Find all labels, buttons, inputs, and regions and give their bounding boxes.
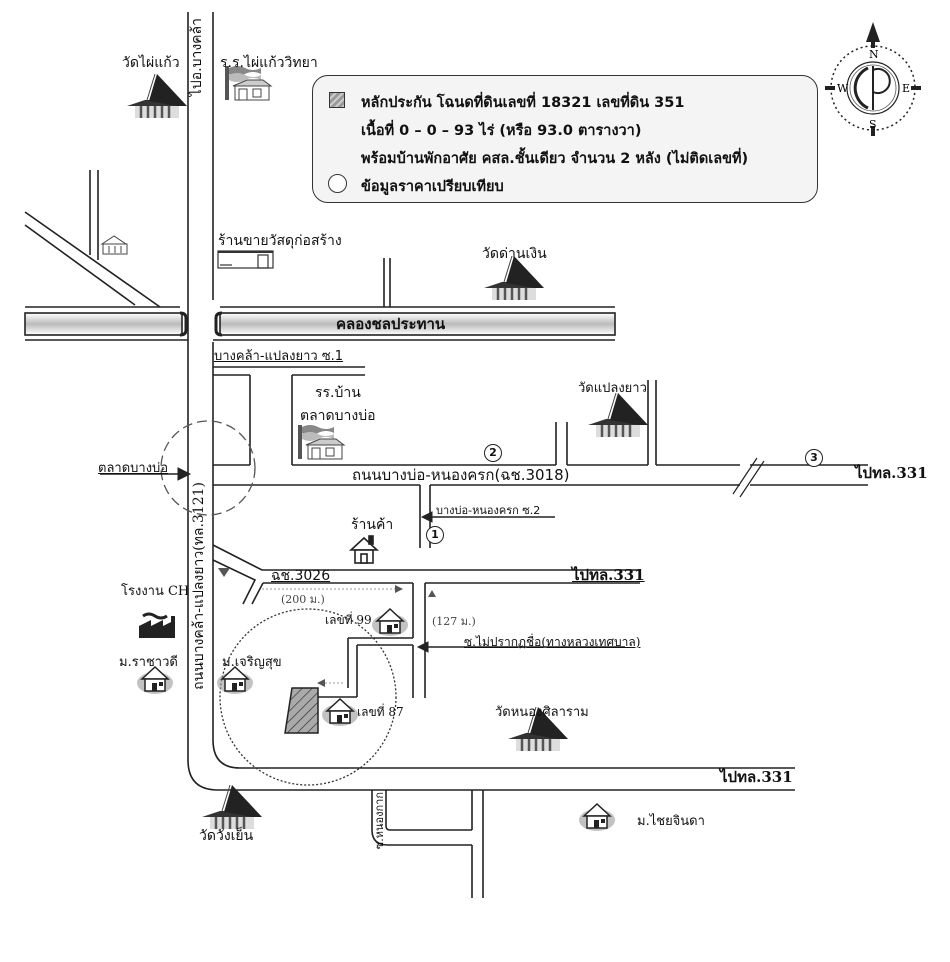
label-wat-dan-ngoen: วัดด่านเงิน xyxy=(482,246,547,262)
marker-2: 2 xyxy=(484,444,502,462)
label-wat-phai-kaeo: วัดไผ่แก้ว xyxy=(122,55,180,71)
shop-icon xyxy=(348,535,380,564)
label-shop: ร้านค้า xyxy=(351,517,394,533)
village-icon-charoensuk xyxy=(216,666,254,695)
school-icon-talat xyxy=(297,424,345,460)
compass-e: E xyxy=(902,82,910,95)
label-factory: โรงงาน CH xyxy=(121,584,190,599)
temple-icon-wang-yen xyxy=(200,783,264,831)
label-road-3026: ฉช.3026 xyxy=(271,568,331,584)
schoolhouse-icon xyxy=(100,235,128,255)
label-talat-bang-bo: ตลาดบางบ่อ xyxy=(98,461,169,476)
label-soi-1: บางคล้า-แปลงยาว ซ.1 xyxy=(214,349,344,364)
label-house-99: เลขที่ 99 xyxy=(325,613,372,627)
label-unnamed-soi: ซ.ไม่ปรากฏชื่อ(ทางหลวงเทศบาล) xyxy=(464,635,641,649)
store-icon-hardware xyxy=(217,250,274,269)
comparison-circle-icon xyxy=(328,174,347,193)
label-village-chaichinda: ม.ไชยจินดา xyxy=(637,814,705,829)
label-school-talat-1: รร.บ้าน xyxy=(315,385,361,401)
house-icon-87 xyxy=(321,698,359,727)
legend-collateral-line3: พร้อมบ้านพักอาศัย คสล.ชั้นเดียว จำนวน 2 … xyxy=(361,151,749,167)
comparison-circle-talat xyxy=(160,420,256,516)
label-hardware-store: ร้านขายวัสดุก่อสร้าง xyxy=(218,233,342,249)
label-wat-nong-sila: วัดหนองศิลาราม xyxy=(495,705,589,720)
legend-collateral-line2: เนื้อที่ 0 – 0 – 93 ไร่ (หรือ 93.0 ตาราง… xyxy=(361,123,642,139)
comparison-circle-subject xyxy=(219,608,397,786)
subject-plot xyxy=(284,687,319,734)
temple-icon-plaeng-yao xyxy=(586,391,650,439)
marker-1: 1 xyxy=(426,526,444,544)
school-icon-phai-kaeo xyxy=(224,65,272,101)
temple-icon-dan-ngoen xyxy=(482,254,546,302)
village-icon-chaichinda xyxy=(578,803,616,832)
label-to-331-c: ไปทล.331 xyxy=(720,768,793,786)
distance-200m: (200 ม.) xyxy=(281,593,325,606)
label-to-331-b: ไปทล.331 xyxy=(572,566,645,584)
label-to-331-a: ไปทล.331 xyxy=(855,464,928,482)
label-wat-wang-yen: วัดวังเย็น xyxy=(199,828,254,844)
compass-icon: N S W E xyxy=(825,22,921,136)
label-north-road: ไปอ.บางคล้า xyxy=(189,18,205,97)
factory-icon xyxy=(139,612,175,638)
label-school-talat-2: ตลาดบางบ่อ xyxy=(300,408,376,424)
legend-comparison: ข้อมูลราคาเปรียบเทียบ xyxy=(361,179,504,195)
label-canal: คลองชลประทาน xyxy=(336,315,446,333)
compass-s: S xyxy=(869,118,877,131)
canal xyxy=(24,311,616,337)
compass-w: W xyxy=(837,82,849,95)
temple-icon-phai-kaeo xyxy=(125,72,189,120)
label-house-87: เลขที่ 87 xyxy=(357,705,404,719)
marker-3: 3 xyxy=(805,449,823,467)
label-school-phai-kaeo: ร.ร.ไผ่แก้ววิทยา xyxy=(220,55,318,71)
label-soi-2: บางบ่อ-หนองครก ซ.2 xyxy=(436,504,541,517)
legend-box: หลักประกัน โฉนดที่ดินเลขที่ 18321 เลขที่… xyxy=(312,75,818,203)
hatched-collateral-swatch-icon xyxy=(329,92,345,108)
label-bangbo-road: ถนนบางบ่อ-หนองครก(ฉช.3018) xyxy=(352,466,570,484)
label-soi-nong-krok: ซ.หนองกาก xyxy=(373,792,386,850)
village-icon-rachawadee xyxy=(136,666,174,695)
label-village-rachawadee: ม.ราชาวดี xyxy=(119,655,178,670)
legend-collateral-line1: หลักประกัน โฉนดที่ดินเลขที่ 18321 เลขที่… xyxy=(361,95,685,111)
label-village-charoensuk: ม.เจริญสุข xyxy=(222,655,282,670)
compass-n: N xyxy=(869,48,879,61)
house-icon-99 xyxy=(371,608,409,637)
label-wat-plaeng-yao: วัดแปลงยาว xyxy=(578,381,647,396)
label-main-road: ถนนบางคล้า-แปลงยาว(ทล.3121) xyxy=(191,482,207,690)
distance-127m: (127 ม.) xyxy=(432,615,476,628)
